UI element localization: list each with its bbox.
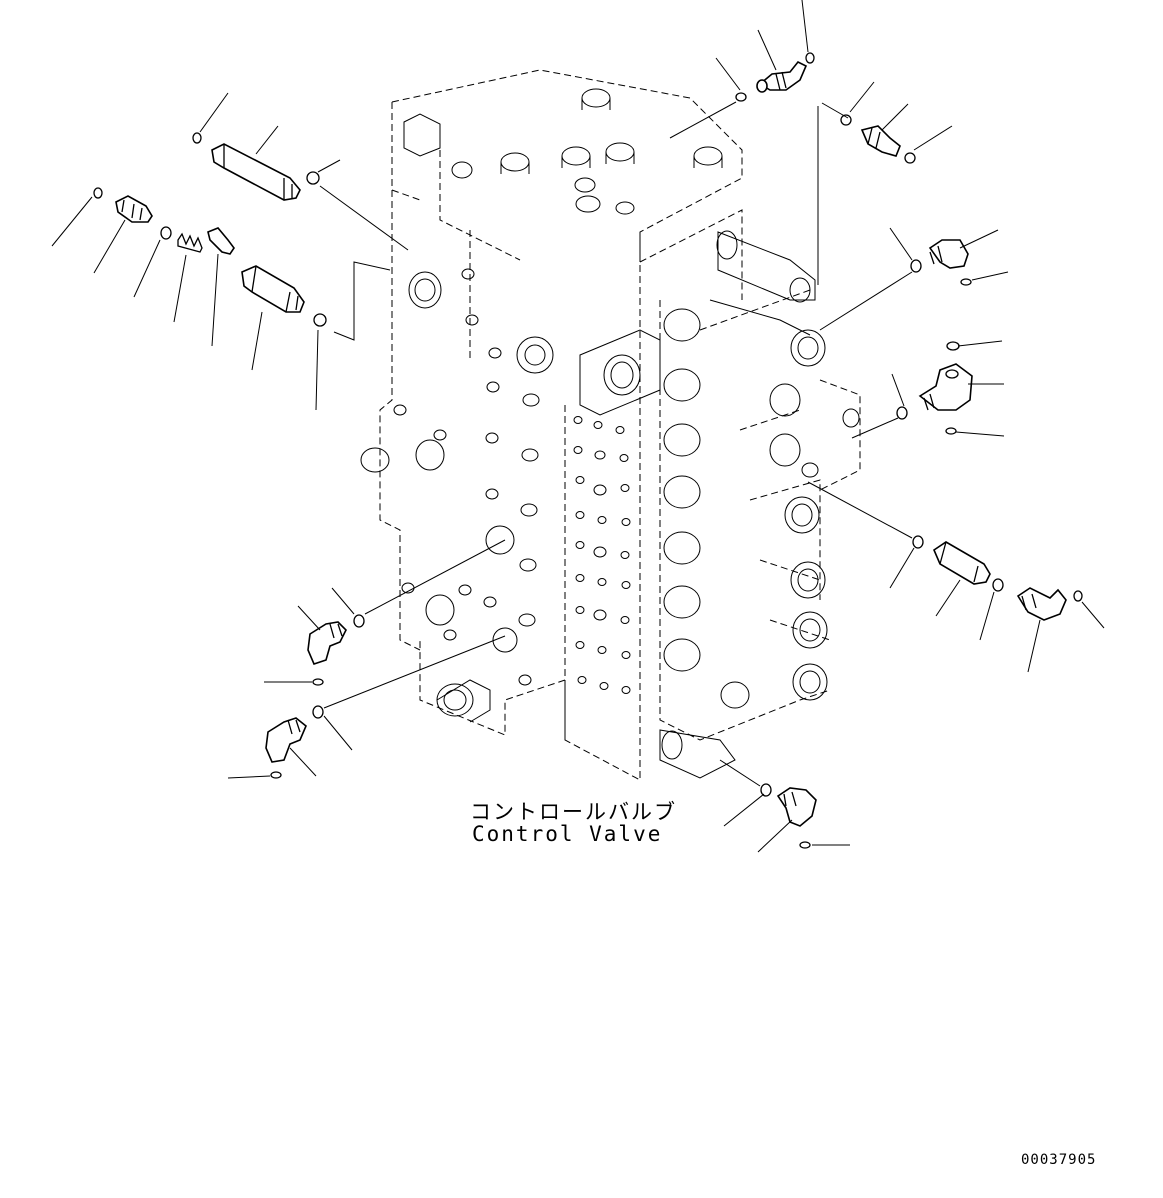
left-o-ring-small: [161, 227, 171, 239]
right-tee-o-ring-3: [946, 428, 956, 434]
top-right-fitting-adapter: [862, 126, 900, 156]
left-plug-fitting: [116, 196, 152, 222]
right-tee-fitting: [920, 364, 972, 410]
bottom-left-elbow-lower: [266, 718, 306, 762]
relief-valve-upper-o-ring: [193, 133, 201, 143]
right-elbow-lower-o-ring: [1074, 591, 1082, 601]
right-upper-o-ring-2: [961, 279, 971, 285]
right-upper-o-ring-1: [911, 260, 921, 272]
top-right-o-ring-2: [905, 153, 915, 163]
top-o-ring-1: [736, 93, 746, 101]
bottom-left-lower-o-ring-1: [313, 706, 323, 718]
right-check-o-ring-2: [993, 579, 1003, 591]
left-plug-o-ring: [94, 188, 102, 198]
left-spring: [178, 234, 202, 252]
bottom-left-elbow-upper: [308, 622, 346, 664]
relief-valve-upper: [212, 144, 300, 200]
control-valve-body: [361, 70, 860, 780]
right-tee-o-ring-1: [897, 407, 907, 419]
relief-valve-lower: [242, 266, 304, 312]
top-o-ring-2: [806, 53, 814, 63]
bottom-elbow-o-ring-2: [800, 842, 810, 848]
left-poppet: [208, 228, 234, 254]
top-right-o-ring-1: [841, 115, 851, 125]
right-tee-o-ring-2: [947, 342, 959, 350]
bottom-left-upper-o-ring-1: [354, 615, 364, 627]
diagram-title-english: Control Valve: [472, 822, 663, 846]
bottom-elbow-o-ring-1: [761, 784, 771, 796]
relief-valve-upper-o-ring-2: [307, 172, 319, 184]
bottom-left-upper-o-ring-2: [313, 679, 323, 685]
right-elbow-fitting-lower: [1018, 588, 1066, 620]
relief-valve-lower-o-ring: [314, 314, 326, 326]
right-elbow-fitting-upper: [930, 240, 968, 268]
bottom-elbow-fitting: [778, 788, 816, 826]
bottom-left-lower-o-ring-2: [271, 772, 281, 778]
drawing-number: 00037905: [1021, 1152, 1097, 1168]
right-check-valve: [934, 542, 990, 584]
right-check-o-ring-1: [913, 536, 923, 548]
top-fitting-adapter: [757, 62, 806, 92]
leader-lines: [52, 0, 1104, 852]
diagram-title-japanese: コントロールバルブ: [470, 800, 677, 824]
